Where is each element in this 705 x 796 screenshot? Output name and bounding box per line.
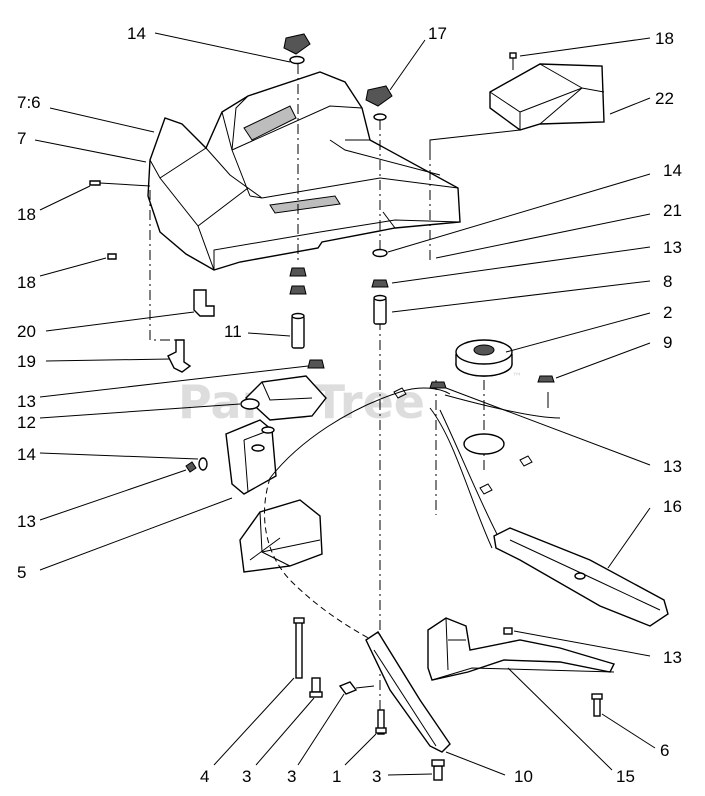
- callout-12: 12: [17, 413, 36, 432]
- spacer-8: [373, 294, 387, 325]
- leader-lines: [34, 32, 656, 776]
- bolt-3-middle: [338, 681, 375, 695]
- mount-plate-12: [240, 359, 327, 421]
- callout-16: 16: [663, 497, 682, 516]
- screw-left-lower: [107, 253, 117, 260]
- bolt-3-bottom: [431, 759, 445, 781]
- angle-bracket-5: [225, 419, 277, 495]
- mower-deck: [264, 387, 561, 641]
- callout-20: 20: [17, 322, 36, 341]
- nut-left-upper: [289, 267, 307, 295]
- callout-21: 21: [663, 201, 682, 220]
- bolt-1: [375, 709, 387, 735]
- chute-bracket: [429, 63, 605, 150]
- chute-cover-housing: [147, 71, 461, 271]
- callout-22: 22: [655, 89, 674, 108]
- callout-13-left-a: 13: [17, 392, 36, 411]
- blade-16: [493, 527, 669, 627]
- baffle-15: [427, 617, 615, 681]
- washers-left-14-13: [185, 457, 208, 473]
- bolt-6: [591, 693, 603, 717]
- callout-18-left-b: 18: [17, 273, 36, 292]
- callout-4: 4: [200, 767, 209, 786]
- nut-13-right: [371, 279, 389, 288]
- callout-7: 7: [17, 129, 26, 148]
- callout-8: 8: [663, 272, 672, 291]
- knob-right: [365, 85, 393, 121]
- washer-14-right: [372, 248, 388, 258]
- callout-1: 1: [332, 767, 341, 786]
- bracket-19: [167, 339, 192, 373]
- callout-13-left-b: 13: [17, 512, 36, 531]
- callout-5: 5: [17, 563, 26, 582]
- axis-line-left-side: [149, 190, 176, 341]
- callout-11: 11: [224, 322, 242, 341]
- callout-15: 15: [616, 767, 635, 786]
- callout-19: 19: [17, 352, 36, 371]
- callout-13-right-b: 13: [663, 457, 682, 476]
- spacer-11: [291, 312, 305, 349]
- nuts-deck-right: [429, 375, 555, 408]
- callout-2: 2: [663, 303, 672, 322]
- callout-labels: 14 17 18 22 7:6 7 14 21 18 13 8 18 2 20 …: [17, 24, 682, 786]
- callout-14-left: 14: [17, 445, 36, 464]
- pulley-2: [455, 339, 513, 377]
- callout-13-right-c: 13: [663, 648, 682, 667]
- callout-6: 6: [660, 741, 669, 760]
- callout-9: 9: [663, 333, 672, 352]
- callout-14-top: 14: [127, 24, 146, 43]
- callout-14-mid: 14: [663, 161, 682, 180]
- screw-top-right: [509, 52, 517, 70]
- watermark-trademark: ™: [512, 372, 522, 383]
- callout-10: 10: [514, 767, 533, 786]
- callout-13-right-a: 13: [663, 238, 682, 257]
- callout-18-left: 18: [17, 205, 36, 224]
- knob-left: [283, 33, 311, 65]
- callout-3-a: 3: [242, 767, 251, 786]
- bracket-20: [193, 289, 215, 317]
- bolt-4: [293, 617, 305, 679]
- callout-17: 17: [428, 24, 447, 43]
- bolt-3-left: [309, 677, 323, 698]
- screw-left-side: [89, 180, 151, 187]
- callout-3-b: 3: [287, 767, 296, 786]
- callout-3-c: 3: [372, 767, 381, 786]
- callout-7-6: 7:6: [17, 93, 41, 112]
- blade-arm-10: [365, 631, 451, 753]
- callout-18-top: 18: [655, 29, 674, 48]
- discharge-deflector: [239, 499, 323, 573]
